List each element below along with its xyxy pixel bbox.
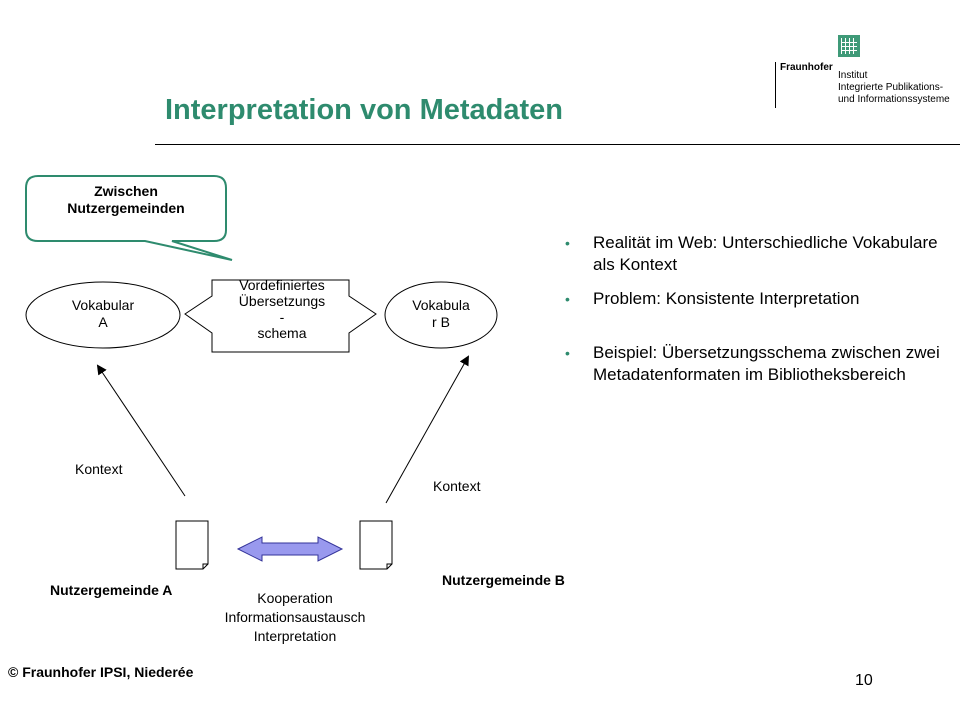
context-label-right: Kontext bbox=[433, 478, 481, 494]
community-a-label: Nutzergemeinde A bbox=[50, 582, 173, 598]
slide-title: Interpretation von Metadaten bbox=[165, 94, 563, 126]
title-divider bbox=[155, 144, 960, 145]
vocabulary-a-oval bbox=[25, 281, 181, 349]
translation-schema-label: Vordefiniertes Übersetzungs - schema bbox=[238, 277, 326, 341]
bullet-icon: • bbox=[565, 235, 570, 251]
cooperation-double-arrow bbox=[236, 536, 344, 562]
logo-name: Fraunhofer bbox=[780, 62, 833, 73]
vocabulary-a-label: Vokabular A bbox=[71, 297, 135, 330]
speech-bubble bbox=[25, 175, 233, 261]
community-b-label: Nutzergemeinde B bbox=[442, 572, 565, 588]
context-arrow-right bbox=[385, 355, 469, 504]
bullet-item: • Beispiel: Übersetzungsschema zwischen … bbox=[565, 343, 940, 384]
footer-copyright: © Fraunhofer IPSI, Niederée bbox=[8, 664, 194, 680]
context-label-left: Kontext bbox=[75, 461, 123, 477]
bullet-item: • Realität im Web: Unterschiedliche Voka… bbox=[565, 233, 938, 274]
logo-divider bbox=[775, 62, 776, 108]
document-b-icon bbox=[359, 520, 393, 570]
bullet-item: • Problem: Konsistente Interpretation bbox=[565, 289, 860, 308]
bubble-text: Zwischen Nutzergemeinden bbox=[67, 183, 185, 216]
page-number: 10 bbox=[855, 672, 873, 689]
translation-schema-box bbox=[184, 279, 377, 353]
document-a-icon bbox=[175, 520, 209, 570]
vocabulary-b-label: Vokabula r B bbox=[412, 297, 470, 330]
bullet-icon: • bbox=[565, 291, 570, 307]
bullet-list: • Realität im Web: Unterschiedliche Voka… bbox=[565, 232, 945, 398]
logo-subtitle: Institut Integrierte Publikations- und I… bbox=[838, 70, 950, 105]
cooperation-label: Kooperation Informationsaustausch Interp… bbox=[224, 590, 366, 644]
bullet-icon: • bbox=[565, 345, 570, 361]
context-arrow-left bbox=[96, 364, 186, 497]
fraunhofer-logo-icon bbox=[838, 35, 860, 57]
vocabulary-b-oval bbox=[384, 281, 498, 349]
